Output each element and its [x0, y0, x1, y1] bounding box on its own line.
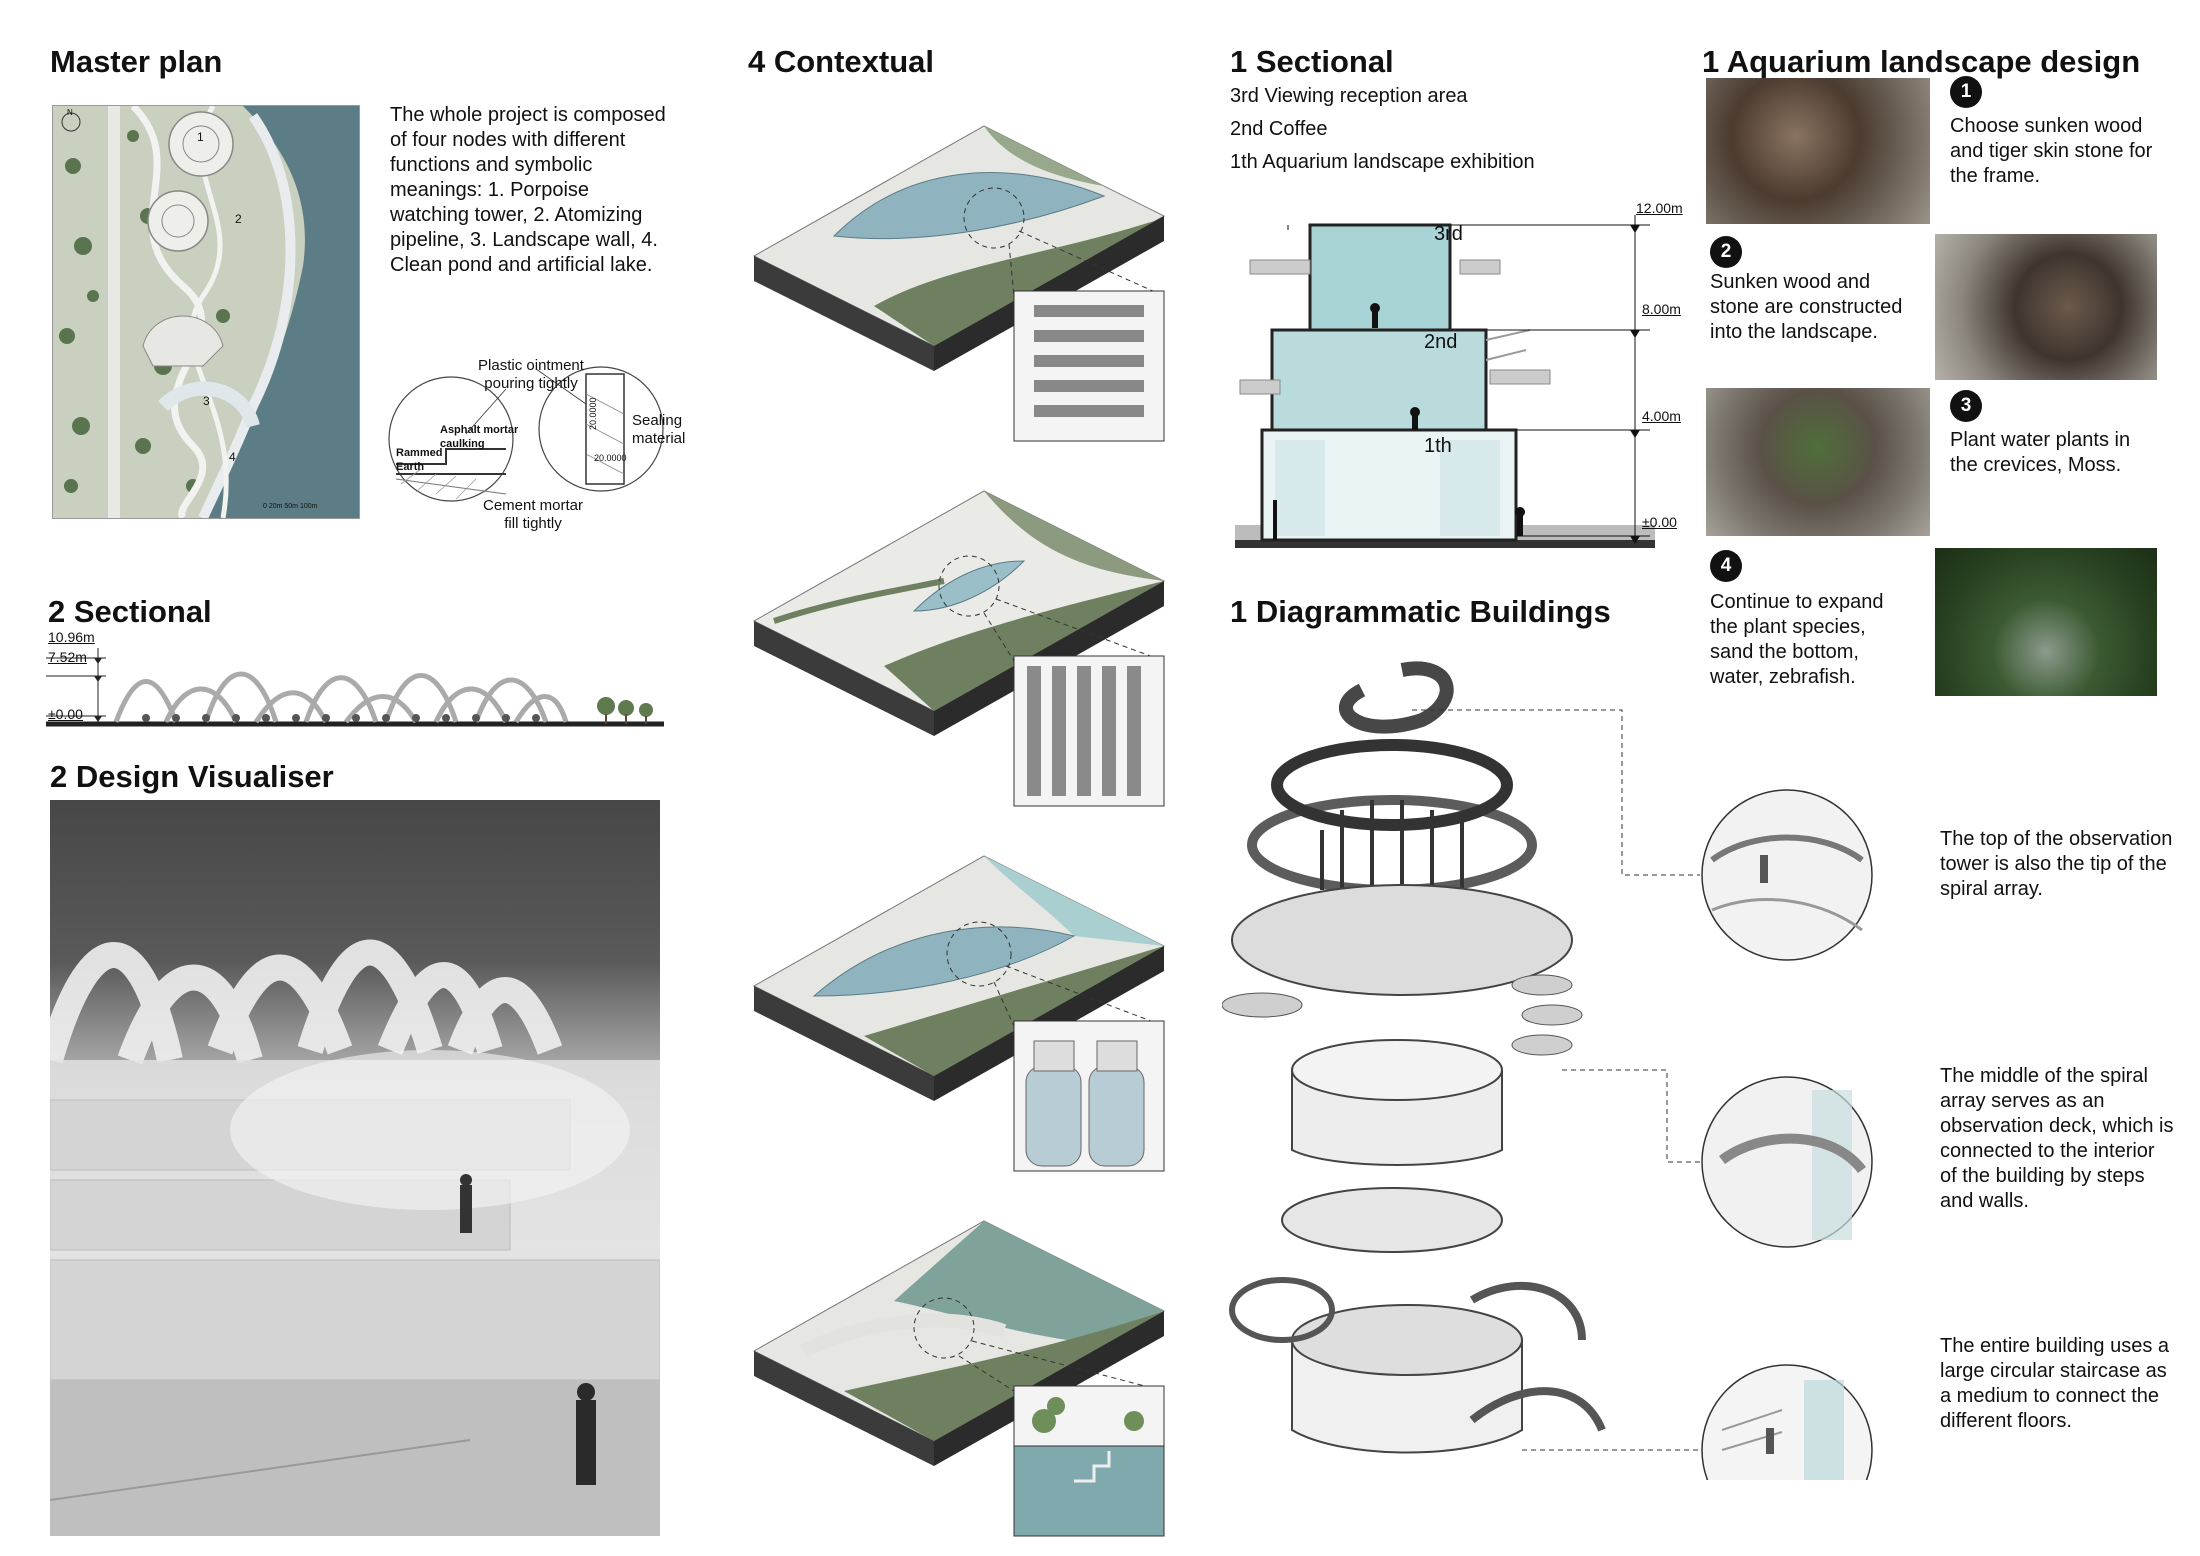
contextual-panel-2 — [752, 490, 1166, 807]
master-plan-map: N 1 2 3 4 0 20m 50m 100m — [52, 105, 360, 519]
floor-label-3rd: 3rd — [1434, 223, 1463, 245]
floor-label-1th: 1th — [1424, 435, 1452, 457]
diagram-note-bottom: The entire building uses a large circula… — [1940, 1335, 2170, 1432]
master-plan-title: Master plan — [50, 44, 223, 79]
aquarium-title: 1 Aquarium landscape design — [1702, 44, 2141, 79]
section2-level-ground: ±0.00 — [48, 706, 83, 722]
step-badge-2: 2 — [1710, 236, 1742, 268]
diagram-note-middle: The middle of the spiral array serves as… — [1940, 1065, 2174, 1212]
contextual-title: 4 Contextual — [748, 44, 935, 79]
step-badge-4: 4 — [1710, 550, 1742, 582]
step-badge-3: 3 — [1950, 390, 1982, 422]
node-label-2: 2 — [235, 212, 242, 226]
contextual-axonometric-drawings — [752, 125, 1166, 1537]
aquarium-photo-4 — [1935, 548, 2157, 696]
step-badge-1: 1 — [1950, 76, 1982, 108]
master-plan-description: The whole project is composed of four no… — [390, 104, 666, 276]
diagrammatic-title: 1 Diagrammatic Buildings — [1230, 594, 1611, 629]
section1-item-2nd: 2nd Coffee — [1230, 118, 1328, 140]
section1-item-1th: 1th Aquarium landscape exhibition — [1230, 151, 1535, 173]
detail-label-plastic: Plastic ointment pouring tightly — [478, 357, 584, 392]
detail-label-cement: Cement mortar fill tightly — [482, 497, 584, 532]
contextual-panel-1 — [752, 125, 1166, 442]
detail-dim-2: 20.0000 — [594, 453, 627, 463]
north-label: N — [67, 108, 73, 117]
aquarium-photo-2 — [1935, 234, 2157, 380]
section2-level-mid: 7.52m — [48, 649, 87, 665]
visualiser-pipes-drawing — [50, 939, 660, 1536]
design-visualiser-title: 2 Design Visualiser — [50, 759, 334, 794]
aquarium-photo-3 — [1706, 388, 1930, 536]
diagrammatic-exploded-drawing — [1222, 661, 1873, 1480]
construction-detail-drawing — [388, 366, 664, 502]
master-plan-drawing — [53, 106, 359, 518]
sectional-1-building-drawing — [1235, 215, 1655, 548]
sectional-1-title: 1 Sectional — [1230, 44, 1394, 79]
detail-dim-1: 20.0000 — [588, 397, 598, 430]
step-text-4: Continue to expand the plant species, sa… — [1710, 591, 1884, 688]
contextual-panel-3 — [752, 855, 1166, 1172]
sectional-2-title: 2 Sectional — [48, 594, 212, 629]
sectional-2-drawing — [46, 648, 664, 727]
step-text-1: Choose sunken wood and tiger skin stone … — [1950, 115, 2153, 187]
design-visualiser-render — [50, 800, 660, 1536]
section1-level-0: ±0.00 — [1642, 514, 1677, 530]
node-label-1: 1 — [197, 130, 204, 144]
node-label-3: 3 — [203, 394, 210, 408]
section1-level-12: 12.00m — [1636, 200, 1683, 216]
detail-label-sealing: Sealing material — [632, 412, 686, 447]
detail-label-rammed: Rammed Earth — [396, 447, 443, 473]
scale-bar-label: 0 20m 50m 100m — [263, 503, 318, 510]
aquarium-photo-1 — [1706, 78, 1930, 224]
step-text-3: Plant water plants in the crevices, Moss… — [1950, 429, 2131, 476]
detail-label-asphalt: Asphalt mortar caulking — [440, 424, 519, 450]
floor-label-2nd: 2nd — [1424, 331, 1458, 353]
diagram-note-top: The top of the observation tower is also… — [1940, 828, 2173, 900]
contextual-panel-4 — [752, 1220, 1166, 1537]
step-text-2: Sunken wood and stone are constructed in… — [1710, 271, 1903, 343]
section1-item-3rd: 3rd Viewing reception area — [1230, 85, 1468, 107]
section1-level-8: 8.00m — [1642, 301, 1681, 317]
section2-level-top: 10.96m — [48, 629, 95, 645]
node-label-4: 4 — [229, 450, 236, 464]
section1-level-4: 4.00m — [1642, 408, 1681, 424]
